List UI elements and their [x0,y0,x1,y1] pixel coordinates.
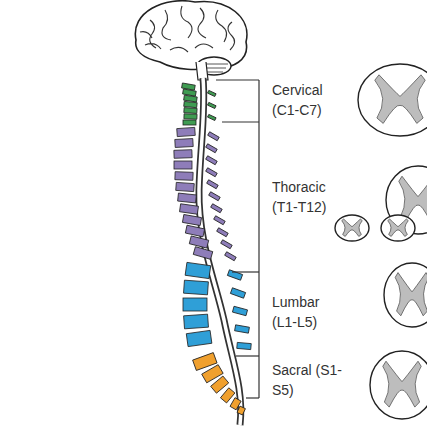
region-label: Thoracic (T1-T12) [272,177,347,217]
region-label: Sacral (S1-S5) [272,360,347,400]
lumbar-vertebrae [183,262,251,349]
region-bracket [216,80,259,398]
cervical-vertebrae [182,83,216,125]
region-label: Lumbar (L1-L5) [272,292,347,332]
region-label: Cervical (C1-C7) [272,80,347,120]
thoracic-vertebrae [174,127,236,260]
sacral-vertebrae [193,353,246,415]
brain [135,1,247,80]
cord-cross-sections [335,64,427,419]
